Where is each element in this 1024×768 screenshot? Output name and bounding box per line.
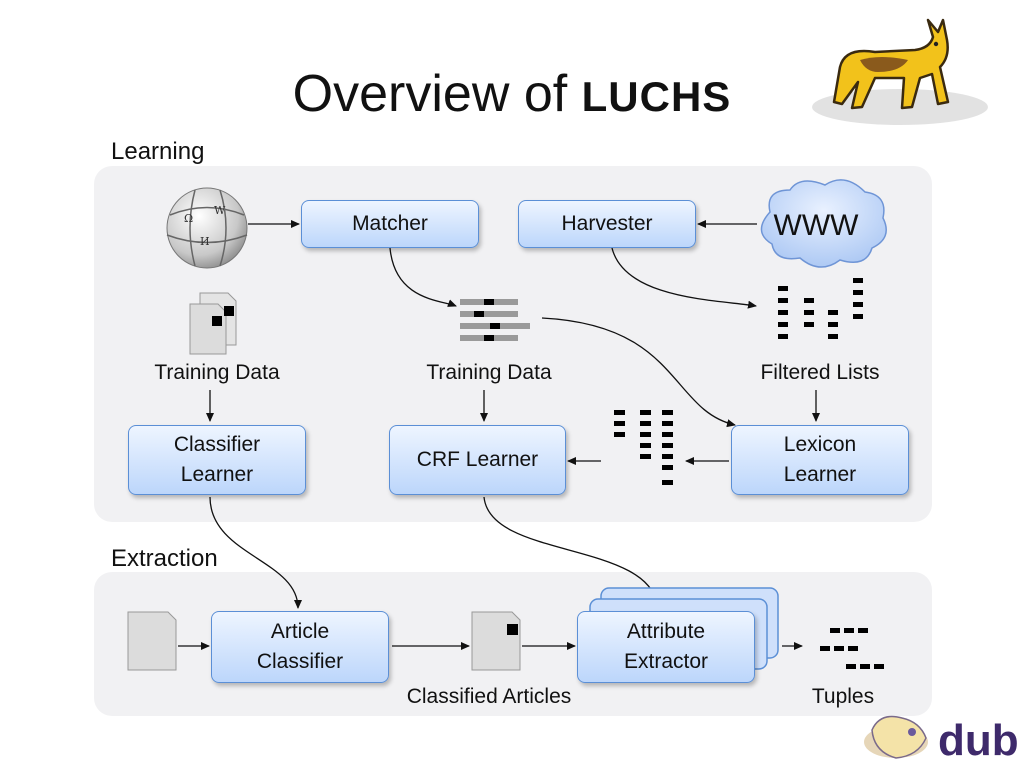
dub-logo: dub	[938, 716, 1019, 765]
attribute-extractor-box: Attribute Extractor	[577, 611, 755, 683]
filtered-lists-icon	[778, 278, 863, 339]
learning-section-label: Learning	[111, 138, 205, 165]
lexicon-learner-line1: Lexicon	[783, 433, 857, 456]
lexicon-learner-box: Lexicon Learner	[731, 425, 909, 495]
training-documents-icon	[189, 292, 237, 355]
classified-article-icon	[471, 611, 521, 671]
dub-mascot-icon	[864, 715, 928, 759]
matcher-box: Matcher	[301, 200, 479, 248]
classifier-learner-line2: Learner	[180, 463, 254, 486]
wikipedia-globe-icon: Ω W И	[166, 187, 248, 269]
labeled-sentences-icon	[460, 299, 530, 341]
training-data-mid-label: Training Data	[426, 361, 552, 384]
slide-title: Overview of LUCHS	[0, 62, 1024, 129]
www-label: WWW	[773, 209, 859, 242]
article-classifier-box: Article Classifier	[211, 611, 389, 683]
input-article-icon	[127, 611, 177, 671]
classifier-learner-box: Classifier Learner	[128, 425, 306, 495]
svg-text:И: И	[200, 235, 210, 248]
extraction-section-label: Extraction	[111, 545, 218, 572]
tuples-label: Tuples	[811, 685, 875, 708]
harvester-box: Harvester	[518, 200, 696, 248]
harvester-label: Harvester	[561, 212, 653, 235]
classified-articles-label: Classified Articles	[406, 685, 572, 708]
svg-text:W: W	[214, 204, 226, 217]
article-classifier-line1: Article	[270, 620, 330, 643]
filtered-lists-label: Filtered Lists	[760, 361, 880, 384]
crf-learner-label: CRF Learner	[416, 448, 539, 471]
lexicon-learner-line2: Learner	[783, 463, 857, 486]
article-classifier-line2: Classifier	[256, 650, 344, 673]
attribute-extractor-line2: Extractor	[623, 650, 709, 673]
lexicon-lists-icon	[614, 410, 673, 485]
training-data-left-label: Training Data	[154, 361, 280, 384]
classifier-learner-line1: Classifier	[173, 433, 261, 456]
tuples-icon	[820, 628, 884, 669]
www-cloud-icon	[760, 179, 887, 268]
svg-text:Ω: Ω	[184, 212, 193, 225]
matcher-label: Matcher	[352, 212, 428, 235]
lynx-mascot-icon	[812, 18, 988, 125]
title-brand: LUCHS	[581, 73, 732, 120]
attribute-extractor-line1: Attribute	[626, 620, 706, 643]
title-prefix: Overview of	[292, 65, 568, 123]
connectors	[178, 220, 820, 650]
crf-learner-box: CRF Learner	[389, 425, 566, 495]
